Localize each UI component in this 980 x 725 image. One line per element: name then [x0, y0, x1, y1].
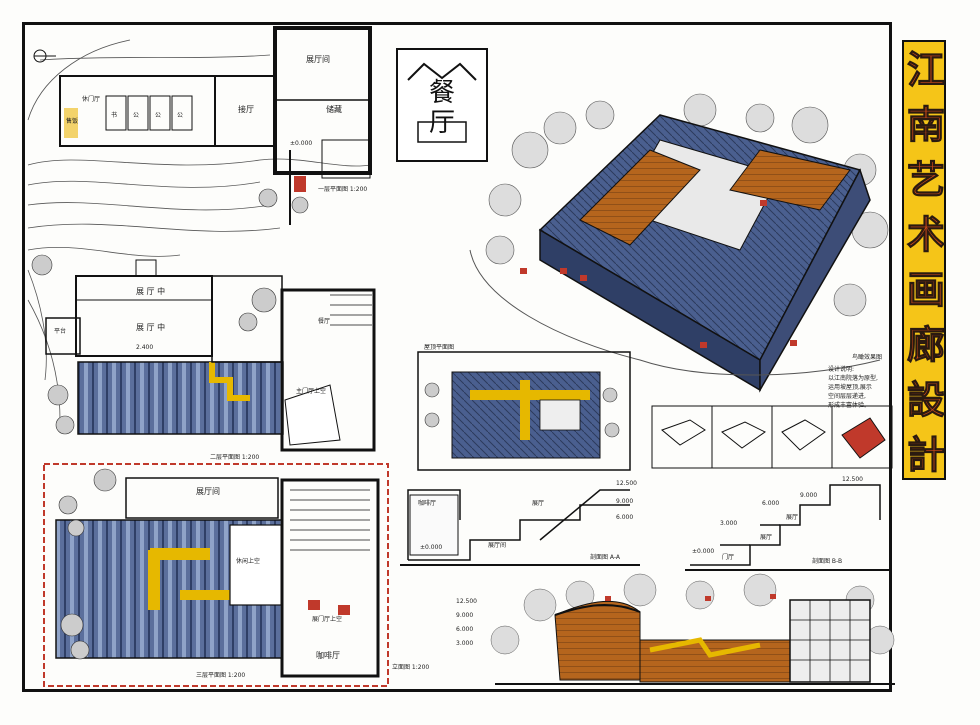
- room-label: 平台: [54, 328, 67, 335]
- drawing-caption: 剖面图 A-A: [590, 554, 621, 561]
- level-mark: 12.500: [842, 476, 863, 483]
- level-mark: 6.000: [762, 500, 780, 507]
- title-char: 計: [906, 432, 945, 478]
- room-label: 展门厅上空: [312, 616, 343, 623]
- plan-third-floor: [43, 463, 389, 687]
- room-label: 休门厅: [82, 96, 101, 103]
- elevation-mark: ±0.000: [290, 140, 313, 147]
- elevation-mark: 2.400: [136, 344, 154, 351]
- drawing-caption: 立面图 1:200: [392, 664, 430, 671]
- room-label: 公: [155, 112, 162, 119]
- room-label: 咖啡厅: [418, 500, 437, 507]
- drawing-caption: 一层平面图 1:200: [318, 186, 368, 193]
- room-label: 门厅: [722, 554, 735, 561]
- title-char: 設: [906, 377, 945, 423]
- note-line: 运用坡屋顶,展示: [828, 384, 872, 391]
- title-char: 艺: [906, 157, 945, 203]
- logo-roof-icon: [407, 62, 477, 143]
- level-mark: 9.000: [616, 498, 634, 505]
- level-mark: 6.000: [456, 626, 474, 633]
- level-mark: 12.500: [456, 598, 477, 605]
- room-label: 展 厅 中: [136, 287, 166, 296]
- concept-diagrams: [651, 405, 893, 469]
- title-char: 画: [906, 267, 945, 313]
- level-mark: ±0.000: [420, 544, 443, 551]
- room-label: 接厅: [238, 105, 254, 114]
- roof-plan: [417, 351, 631, 471]
- room-label: 书: [111, 112, 118, 119]
- room-label: 售饭: [66, 118, 79, 125]
- elevation-drawing: [490, 573, 895, 685]
- room-label: 展厅: [760, 534, 773, 541]
- room-label: 展厅间: [488, 542, 507, 549]
- title-char: 术: [906, 212, 945, 258]
- note-line: 设计说明:: [828, 366, 855, 373]
- level-mark: 3.000: [720, 520, 738, 527]
- title-char: 江: [906, 47, 945, 93]
- level-mark: ±0.000: [692, 548, 715, 555]
- room-label: 公: [177, 112, 184, 119]
- room-label: 餐厅: [318, 318, 331, 325]
- plan-second-floor: [27, 254, 376, 452]
- room-label: 展厅: [532, 500, 545, 507]
- section-a: [400, 489, 640, 566]
- level-mark: 6.000: [616, 514, 634, 521]
- title-banner: 江 南 艺 术 画 廊 設 計: [902, 40, 946, 480]
- room-label: 休闲上空: [236, 558, 261, 565]
- level-mark: 3.000: [456, 640, 474, 647]
- section-b: [685, 484, 890, 571]
- room-label: 咖啡厅: [316, 651, 340, 660]
- drawing-caption: 剖面图 B-B: [812, 558, 843, 565]
- drawing-caption: 三层平面图 1:200: [196, 672, 246, 679]
- note-line: 以江南院落为原型,: [828, 375, 878, 382]
- room-label: 展厅: [786, 514, 799, 521]
- level-mark: 9.000: [800, 492, 818, 499]
- level-mark: 12.500: [616, 480, 637, 487]
- level-mark: 9.000: [456, 612, 474, 619]
- room-label: 展厅间: [196, 487, 220, 496]
- room-label: 储藏: [326, 105, 342, 114]
- logo-box: 餐 厅: [396, 48, 488, 162]
- room-label: 主门厅上空: [296, 388, 327, 395]
- title-char: 南: [906, 102, 945, 148]
- drawing-caption: 屋顶平面图: [424, 344, 455, 351]
- logo-text: 餐 厅: [428, 78, 455, 138]
- drawing-caption: 二层平面图 1:200: [210, 454, 260, 461]
- room-label: 展 厅 中: [136, 323, 166, 332]
- drawing-caption: 鸟瞰效果图: [852, 354, 883, 361]
- aerial-perspective: [469, 93, 889, 393]
- design-notes: 设计说明: 以江南院落为原型, 运用坡屋顶,展示 空间层层递进, 形成丰富体验。: [828, 364, 902, 409]
- room-label: 公: [133, 112, 140, 119]
- plan-ground-floor: [27, 26, 372, 257]
- room-label: 展厅间: [306, 55, 330, 64]
- sheet-frame: [22, 22, 892, 692]
- north-arrow-icon: [33, 49, 56, 63]
- title-char: 廊: [906, 322, 945, 368]
- note-line: 空间层层递进,: [828, 393, 866, 400]
- note-line: 形成丰富体验。: [828, 402, 871, 409]
